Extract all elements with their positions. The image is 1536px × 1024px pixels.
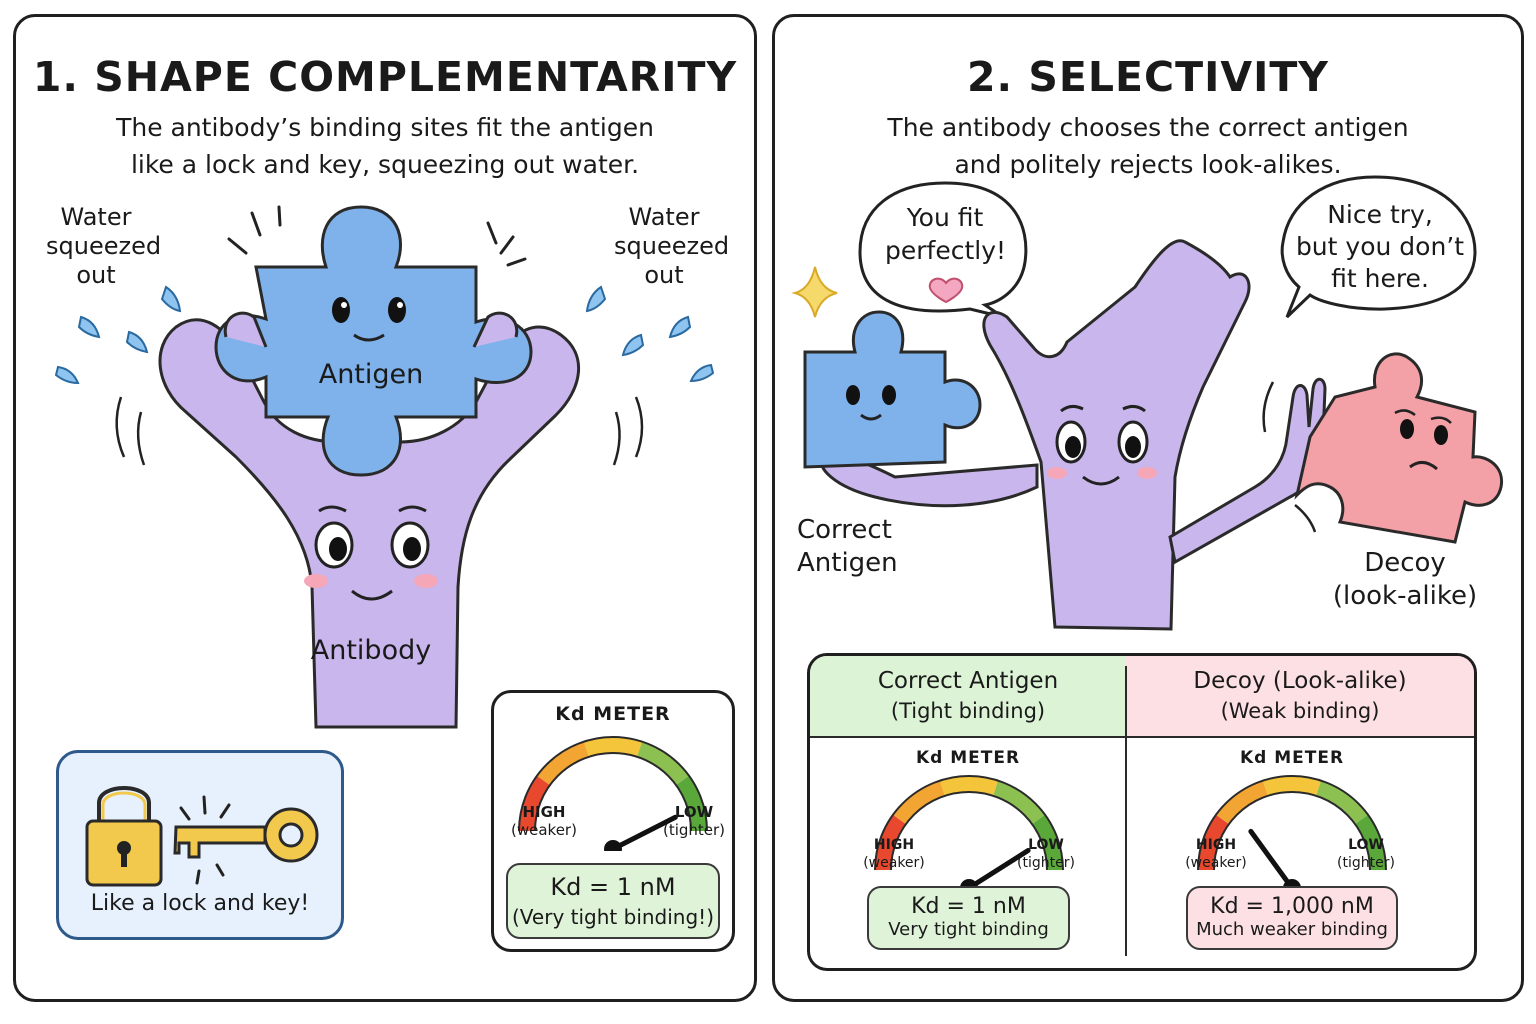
kd-value-box: Kd = 1 nM (Very tight binding!) xyxy=(506,863,720,939)
gauge-segment xyxy=(1262,776,1322,796)
panel2-title: 2. SELECTIVITY xyxy=(967,53,1329,101)
panel1-title: 1. SHAPE COMPLEMENTARITY xyxy=(32,53,738,101)
comparison-table: Correct Antigen(Tight binding) Decoy (Lo… xyxy=(807,653,1477,971)
gauge-segment xyxy=(992,780,1046,825)
gauge-segment xyxy=(519,775,551,832)
panel-selectivity: 2. SELECTIVITY The antibody chooses the … xyxy=(772,14,1524,1002)
kd-note: (Very tight binding!) xyxy=(512,905,714,929)
kd-gauge-decoy xyxy=(1197,775,1387,890)
panel-shape-complementarity: 1. SHAPE COMPLEMENTARITY The antibody’s … xyxy=(13,14,757,1002)
correct-antigen-header: Correct Antigen(Tight binding) xyxy=(810,656,1126,736)
gauge-segment xyxy=(875,814,907,871)
gauge-segment xyxy=(583,737,643,757)
kd-note-correct: Very tight binding xyxy=(888,919,1049,940)
gauge-segment xyxy=(675,775,707,832)
kd-value-decoy: Kd = 1,000 nM xyxy=(1210,894,1374,919)
lock-and-key-icon xyxy=(85,786,319,887)
gauge-low-label-correct: LOW(tighter) xyxy=(1017,837,1075,871)
antibody-label: Antibody xyxy=(310,635,432,666)
gauge-segment xyxy=(636,741,690,786)
kd-value-box-decoy: Kd = 1,000 nM Much weaker binding xyxy=(1186,886,1398,950)
kd-meter-card: Kd METER HIGH(weaker) LOW(tighter) Kd = … xyxy=(491,690,735,952)
wave-motion-lines xyxy=(1262,381,1317,533)
panel1-subtitle-line2: like a lock and key, squeezing out water… xyxy=(130,150,640,179)
speech-bubble-right xyxy=(1280,175,1477,319)
gauge-segment xyxy=(1215,780,1269,825)
gauge-low-label-decoy: LOW(tighter) xyxy=(1337,837,1395,871)
panel2-subtitle-line1: The antibody chooses the correct antigen xyxy=(887,113,1409,142)
gauge-needle xyxy=(610,814,678,851)
gauge-low-label: LOW(tighter) xyxy=(662,803,726,839)
kd-value-correct: Kd = 1 nM xyxy=(911,894,1026,919)
antibody-y-shape xyxy=(982,239,1251,631)
kd-meter-title-decoy: Kd METER xyxy=(1239,748,1345,768)
lock-caption: Like a lock and key! xyxy=(90,891,310,916)
kd-note-decoy: Much weaker binding xyxy=(1196,919,1388,940)
sparkle-lines-left xyxy=(227,205,282,255)
speech-bubble-left xyxy=(858,181,1028,319)
decoy-header: Decoy (Look-alike)(Weak binding) xyxy=(1126,656,1474,736)
kd-gauge-correct xyxy=(874,775,1064,890)
sparkle-icon xyxy=(791,266,838,318)
motion-lines xyxy=(115,396,644,466)
kd-meter-title: Kd METER xyxy=(555,703,671,725)
table-divider-vertical xyxy=(1125,666,1127,956)
gauge-hub xyxy=(604,840,622,851)
gauge-high-label-decoy: HIGH(weaker) xyxy=(1185,837,1247,871)
gauge-segment xyxy=(536,741,590,786)
water-drops-right xyxy=(585,285,715,383)
gauge-high-label: HIGH(weaker) xyxy=(511,803,577,839)
panel2-subtitle: The antibody chooses the correct antigen… xyxy=(775,109,1521,183)
kd-value: Kd = 1 nM xyxy=(550,873,676,901)
gauge-outline xyxy=(874,775,1064,871)
kd-value-box-correct: Kd = 1 nM Very tight binding xyxy=(867,886,1070,950)
panel1-subtitle-line1: The antibody’s binding sites fit the ant… xyxy=(116,113,654,142)
water-drops-left xyxy=(54,285,182,385)
gauge-outline xyxy=(518,736,708,832)
panel1-subtitle: The antibody’s binding sites fit the ant… xyxy=(16,109,754,183)
table-divider-horizontal xyxy=(810,736,1474,738)
gauge-segment xyxy=(1315,780,1369,825)
gauge-high-label-correct: HIGH(weaker) xyxy=(863,837,925,871)
selectivity-illustration xyxy=(791,175,1504,631)
gauge-segment xyxy=(1031,814,1063,871)
gauge-needle xyxy=(1248,828,1295,890)
gauge-outline xyxy=(1197,775,1387,871)
antigen-label: Antigen xyxy=(318,359,424,390)
kd-meter-title-correct: Kd METER xyxy=(915,748,1021,768)
decoy-label: Decoy(look-alike) xyxy=(1332,548,1478,611)
gauge-segment xyxy=(939,776,999,796)
sparkle-lines-right xyxy=(486,221,527,267)
kd-gauge xyxy=(518,736,708,851)
decoy-puzzle xyxy=(1294,352,1504,544)
lock-and-key-box: Like a lock and key! xyxy=(56,750,344,940)
heart-icon xyxy=(928,277,964,304)
antibody-antigen-illustration xyxy=(54,205,715,729)
gauge-needle xyxy=(966,847,1031,890)
gauge-segment xyxy=(892,780,946,825)
gauge-segment xyxy=(1354,814,1386,871)
gauge-segment xyxy=(1198,814,1230,871)
panel2-subtitle-line2: and politely rejects look-alikes. xyxy=(954,150,1342,179)
